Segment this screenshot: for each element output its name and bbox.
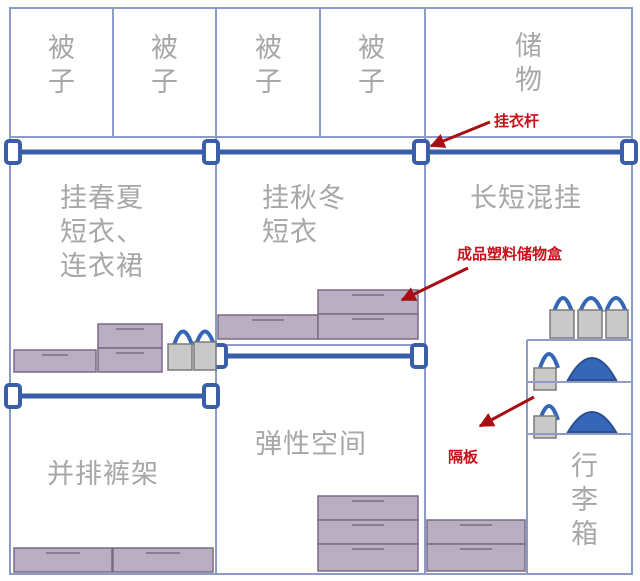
storage-boxes [13, 289, 526, 573]
handbag [533, 367, 557, 391]
storage-box [13, 349, 97, 373]
handbag-handle [172, 329, 194, 346]
rod-bracket [620, 139, 638, 165]
annotation-plastic-box: 成品塑料储物盒 [457, 245, 563, 263]
rod-bracket [202, 383, 220, 409]
storage-box [317, 289, 419, 315]
dome-bag [566, 411, 618, 433]
storage-box [317, 313, 419, 340]
annotation-hanging-rod: 挂衣杆 [494, 112, 540, 130]
label-long-short-mixed: 长短混挂 [470, 183, 582, 214]
label-storage: 储物 [515, 31, 543, 96]
rod-bracket [202, 139, 220, 165]
wardrobe-frame [9, 7, 633, 575]
annotation-arrows [400, 120, 535, 428]
hanging-rods [4, 139, 638, 409]
rod-bracket [4, 139, 22, 165]
label-pants-rack: 并排裤架 [47, 459, 159, 490]
rod-bracket [4, 383, 22, 409]
storage-box [217, 314, 319, 340]
label-quilt-2: 被子 [151, 33, 179, 98]
label-flexible-space: 弹性空间 [255, 429, 367, 460]
storage-box [317, 519, 419, 545]
storage-box [426, 543, 526, 572]
label-quilt-3: 被子 [255, 33, 283, 98]
handbag-handle [604, 296, 628, 313]
label-quilt-1: 被子 [48, 33, 76, 98]
storage-box [317, 543, 419, 572]
storage-box [13, 547, 113, 573]
label-hang-autumn-winter: 挂秋冬短衣 [262, 183, 346, 248]
handbag [605, 309, 629, 339]
handbag [193, 341, 217, 371]
rod-bracket [412, 139, 430, 165]
storage-box [426, 519, 526, 545]
handbag-handle [578, 296, 604, 313]
storage-box [112, 547, 214, 573]
annotation-shelf: 隔板 [448, 448, 479, 466]
handbag-handle [538, 352, 560, 369]
storage-box-handles [42, 294, 492, 554]
arrow-hanging-rod [429, 120, 491, 148]
handbag [549, 309, 575, 339]
luggage-shelves [527, 381, 632, 435]
label-hang-spring-summer: 挂春夏短衣、连衣裙 [60, 183, 144, 282]
dome-bag [566, 357, 618, 381]
handbags [172, 296, 628, 421]
label-quilt-4: 被子 [358, 33, 386, 98]
handbag-bodies [167, 309, 629, 439]
dome-bags [566, 357, 618, 433]
handbag-handle [194, 329, 216, 346]
arrow-shelf [478, 395, 535, 428]
storage-box [97, 323, 163, 349]
rod-bracket [410, 343, 428, 369]
storage-box [317, 495, 419, 521]
handbag-handle [552, 296, 574, 313]
storage-box [97, 347, 163, 373]
label-luggage: 行李箱 [571, 451, 599, 550]
handbag [533, 415, 557, 439]
arrow-plastic-box [400, 266, 469, 302]
handbag [577, 309, 603, 339]
handbag [167, 343, 193, 371]
